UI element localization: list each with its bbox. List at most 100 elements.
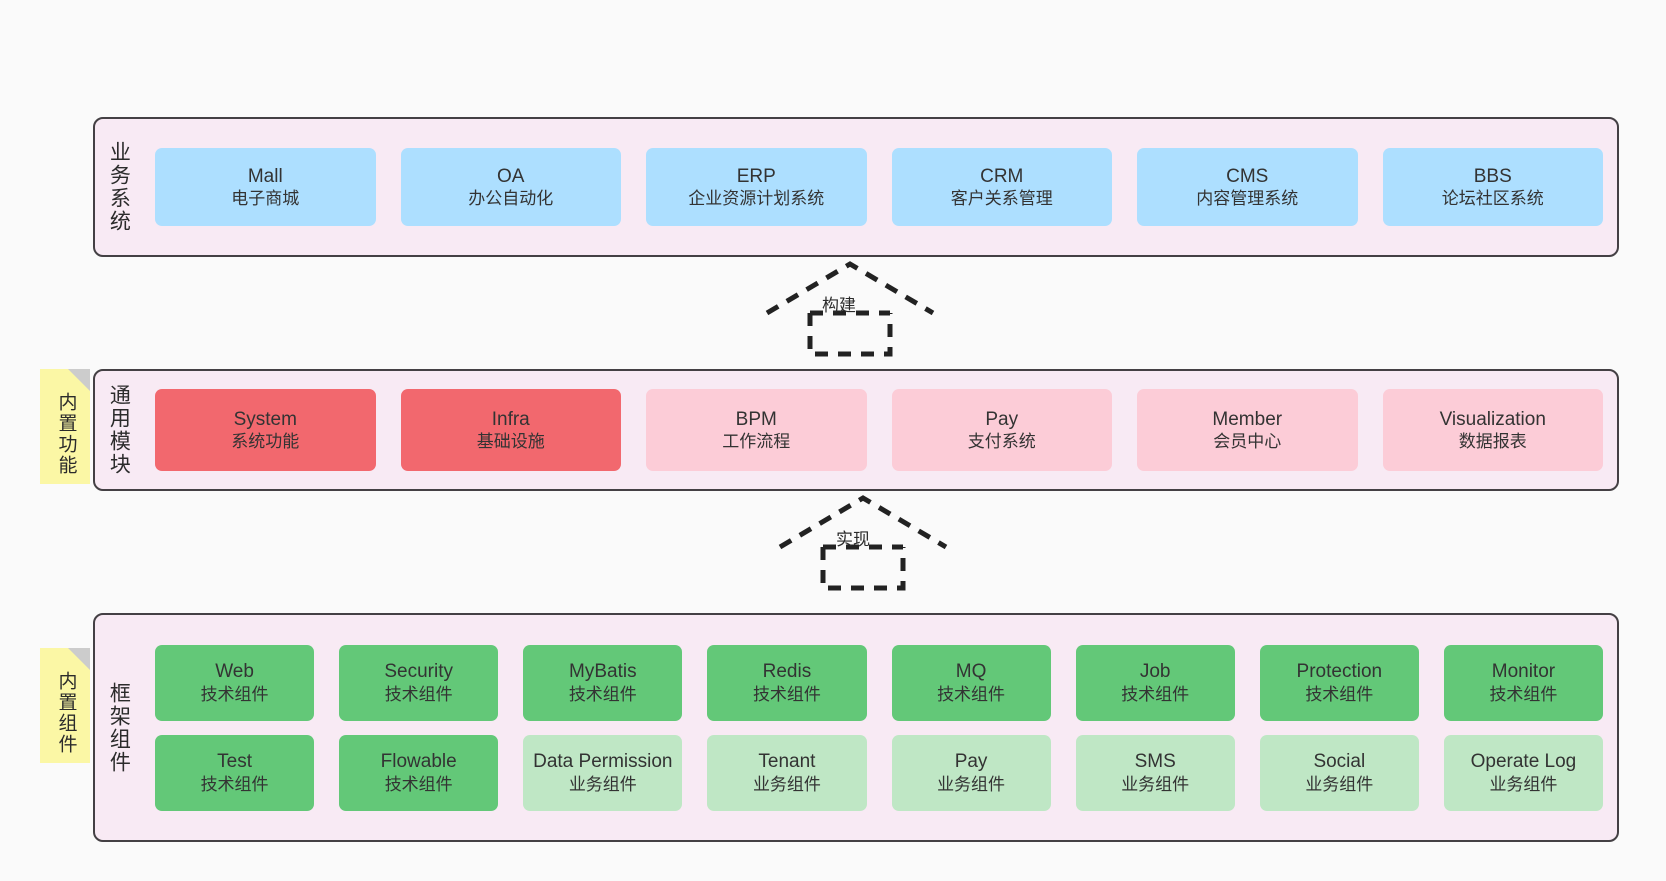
common-module-card-title: Visualization <box>1439 408 1546 430</box>
framework-component-card-subtitle: 业务组件 <box>1489 774 1558 794</box>
common-module-card-subtitle: 基础设施 <box>476 432 545 452</box>
framework-component-card-title: Operate Log <box>1470 751 1577 772</box>
framework-component-card-title: Redis <box>762 661 812 682</box>
framework-component-card-title: Job <box>1139 661 1171 682</box>
business-system-card-title: ERP <box>736 165 776 187</box>
business-system-card-title: CMS <box>1226 165 1269 187</box>
common-module-card-subtitle: 系统功能 <box>231 432 300 452</box>
framework-component-card-subtitle: 业务组件 <box>1305 774 1374 794</box>
note-builtin-component-text: 内置组件 <box>55 670 77 755</box>
implement-arrow <box>778 495 948 591</box>
framework-component-card-title: Monitor <box>1491 661 1556 682</box>
common-module-card-subtitle: 数据报表 <box>1458 432 1527 452</box>
common-module-card-subtitle: 支付系统 <box>967 432 1036 452</box>
framework-component-card-subtitle: 技术组件 <box>568 684 637 704</box>
framework-component-card-title: Security <box>384 661 453 682</box>
framework-component-card-title: MyBatis <box>569 661 637 682</box>
framework-component-card-title: Tenant <box>758 751 816 772</box>
common-module-card-title: System <box>233 408 297 430</box>
business-system-card-title: OA <box>497 165 525 187</box>
framework-component-card-title: Social <box>1313 751 1366 772</box>
framework-component-card-title: Data Permission <box>533 751 673 772</box>
business-system-card-subtitle: 办公自动化 <box>468 189 554 209</box>
common-module-card-subtitle: 工作流程 <box>722 432 791 452</box>
framework-component-card-subtitle: 技术组件 <box>200 684 269 704</box>
framework-component-card-subtitle: 技术组件 <box>1121 684 1190 704</box>
business-system-card-subtitle: 企业资源计划系统 <box>688 189 825 209</box>
implement-arrow-label: 实现 <box>836 530 870 549</box>
build-arrow-label: 构建 <box>822 296 856 315</box>
note-builtin-component: 内置组件 <box>40 648 90 763</box>
framework-component-card-title: Flowable <box>380 751 457 772</box>
framework-component-card-subtitle: 业务组件 <box>568 774 637 794</box>
framework-component-card-title: MQ <box>955 661 987 682</box>
framework-component-card-subtitle: 技术组件 <box>1489 684 1558 704</box>
note-builtin-function-text: 内置功能 <box>55 391 77 476</box>
business-system-card-subtitle: 客户关系管理 <box>950 189 1053 209</box>
layer-business-title: 业务系统 <box>107 141 131 233</box>
framework-component-card-title: Web <box>215 661 254 682</box>
common-module-card-subtitle: 会员中心 <box>1213 432 1282 452</box>
framework-component-card-title: Protection <box>1296 661 1383 682</box>
framework-component-card-title: Test <box>217 751 252 772</box>
layer-framework-title: 框架组件 <box>107 681 131 774</box>
common-module-card-title: Pay <box>985 408 1019 430</box>
build-arrow <box>765 261 935 357</box>
framework-component-card-title: SMS <box>1134 751 1176 772</box>
note-builtin-function: 内置功能 <box>40 369 90 484</box>
framework-component-card-subtitle: 技术组件 <box>937 684 1006 704</box>
common-module-card-title: BPM <box>735 408 777 430</box>
layer-common-title: 通用模块 <box>107 384 131 476</box>
business-system-card-subtitle: 电子商城 <box>231 189 300 209</box>
business-system-card-title: BBS <box>1473 165 1512 187</box>
framework-component-card-subtitle: 技术组件 <box>384 684 453 704</box>
framework-component-card-title: Pay <box>954 751 988 772</box>
business-system-card-subtitle: 论坛社区系统 <box>1441 189 1544 209</box>
business-system-card-subtitle: 内容管理系统 <box>1196 189 1299 209</box>
common-module-card-title: Member <box>1212 408 1283 430</box>
framework-component-card-subtitle: 业务组件 <box>752 774 821 794</box>
framework-component-card-subtitle: 技术组件 <box>752 684 821 704</box>
framework-component-card-subtitle: 技术组件 <box>1305 684 1374 704</box>
framework-component-card-subtitle: 业务组件 <box>937 774 1006 794</box>
framework-component-card-subtitle: 技术组件 <box>384 774 453 794</box>
common-module-card-title: Infra <box>491 408 530 430</box>
